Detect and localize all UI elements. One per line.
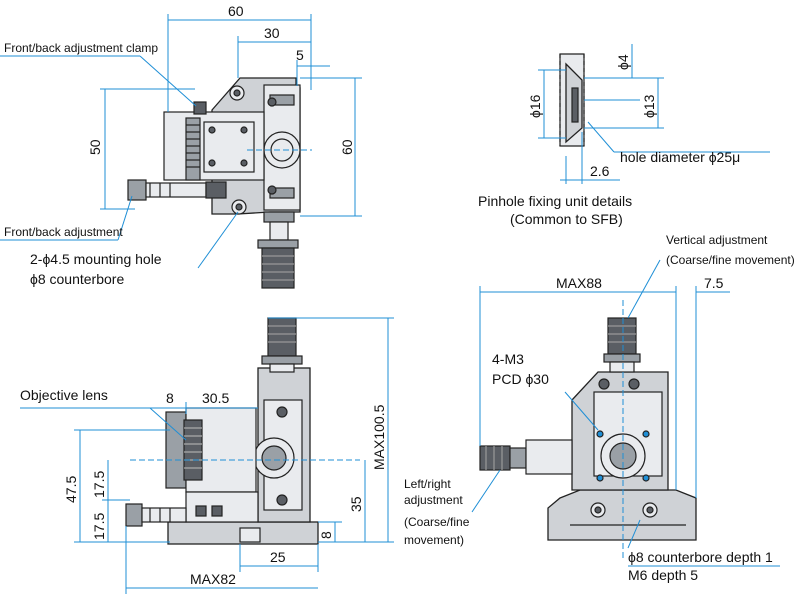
label-hole-diameter: hole diameter ϕ25μ [620, 149, 740, 165]
dim-right-60: 60 [339, 139, 355, 155]
front-dimensions [471, 259, 780, 567]
label-mount-hole: 2-ϕ4.5 mounting hole [30, 251, 162, 267]
dim-front-7-5: 7.5 [704, 275, 724, 291]
dim-side-17-5a: 17.5 [91, 471, 107, 498]
label-pinhole-title: Pinhole fixing unit details [478, 193, 632, 209]
dim-side-8b: 8 [318, 531, 334, 539]
dim-side-max100-5: MAX100.5 [371, 404, 387, 470]
dim-pin-2-6: 2.6 [590, 163, 610, 179]
dim-pin-phi4: ϕ4 [615, 54, 631, 70]
dim-side-max82: MAX82 [190, 571, 236, 587]
label-mount-counterbore: ϕ8 counterbore [30, 271, 124, 287]
dim-left-50: 50 [87, 139, 103, 155]
top-dimensions [100, 14, 362, 217]
dim-side-35: 35 [348, 496, 364, 512]
label-pinhole-common: (Common to SFB) [510, 211, 623, 227]
top-view [127, 77, 312, 289]
dimension-text: 60 30 5 50 60 ϕ16 ϕ4 ϕ13 2.6 8 30.5 47.5… [63, 3, 724, 587]
label-left-right-1: Left/right [404, 477, 451, 491]
label-objective-lens: Objective lens [20, 387, 108, 403]
pinhole-detail [538, 44, 770, 184]
label-4-m3: 4-M3 [492, 351, 524, 367]
dim-top-5: 5 [296, 47, 304, 63]
leaders [0, 55, 239, 441]
label-pcd: PCD ϕ30 [492, 371, 549, 387]
dim-side-47-5: 47.5 [63, 476, 79, 503]
dim-pin-phi16: ϕ16 [527, 94, 543, 118]
side-dimensions [74, 317, 394, 594]
dim-pin-phi13: ϕ13 [641, 94, 657, 118]
label-left-right-4: movement) [404, 533, 464, 547]
label-m6-depth: M6 depth 5 [628, 567, 698, 583]
dim-front-max88: MAX88 [556, 275, 602, 291]
label-front-back-adjustment: Front/back adjustment [4, 225, 123, 239]
label-left-right-3: (Coarse/fine [404, 515, 470, 529]
label-vertical-movement: (Coarse/fine movement) [666, 253, 795, 267]
front-view [479, 300, 697, 560]
dim-side-30-5: 30.5 [202, 390, 229, 406]
side-view [125, 317, 360, 545]
callout-text: Front/back adjustment clamp Front/back a… [4, 41, 795, 583]
dim-top-30: 30 [264, 25, 280, 41]
dim-side-17-5b: 17.5 [91, 513, 107, 540]
label-counterbore-depth: ϕ8 counterbore depth 1 [628, 549, 773, 565]
dim-side-8: 8 [166, 390, 174, 406]
dim-top-60: 60 [228, 3, 244, 19]
label-vertical-adjustment: Vertical adjustment [666, 233, 768, 247]
label-left-right-2: adjustment [404, 493, 463, 507]
label-front-back-clamp: Front/back adjustment clamp [4, 41, 158, 55]
dim-side-25: 25 [270, 549, 286, 565]
